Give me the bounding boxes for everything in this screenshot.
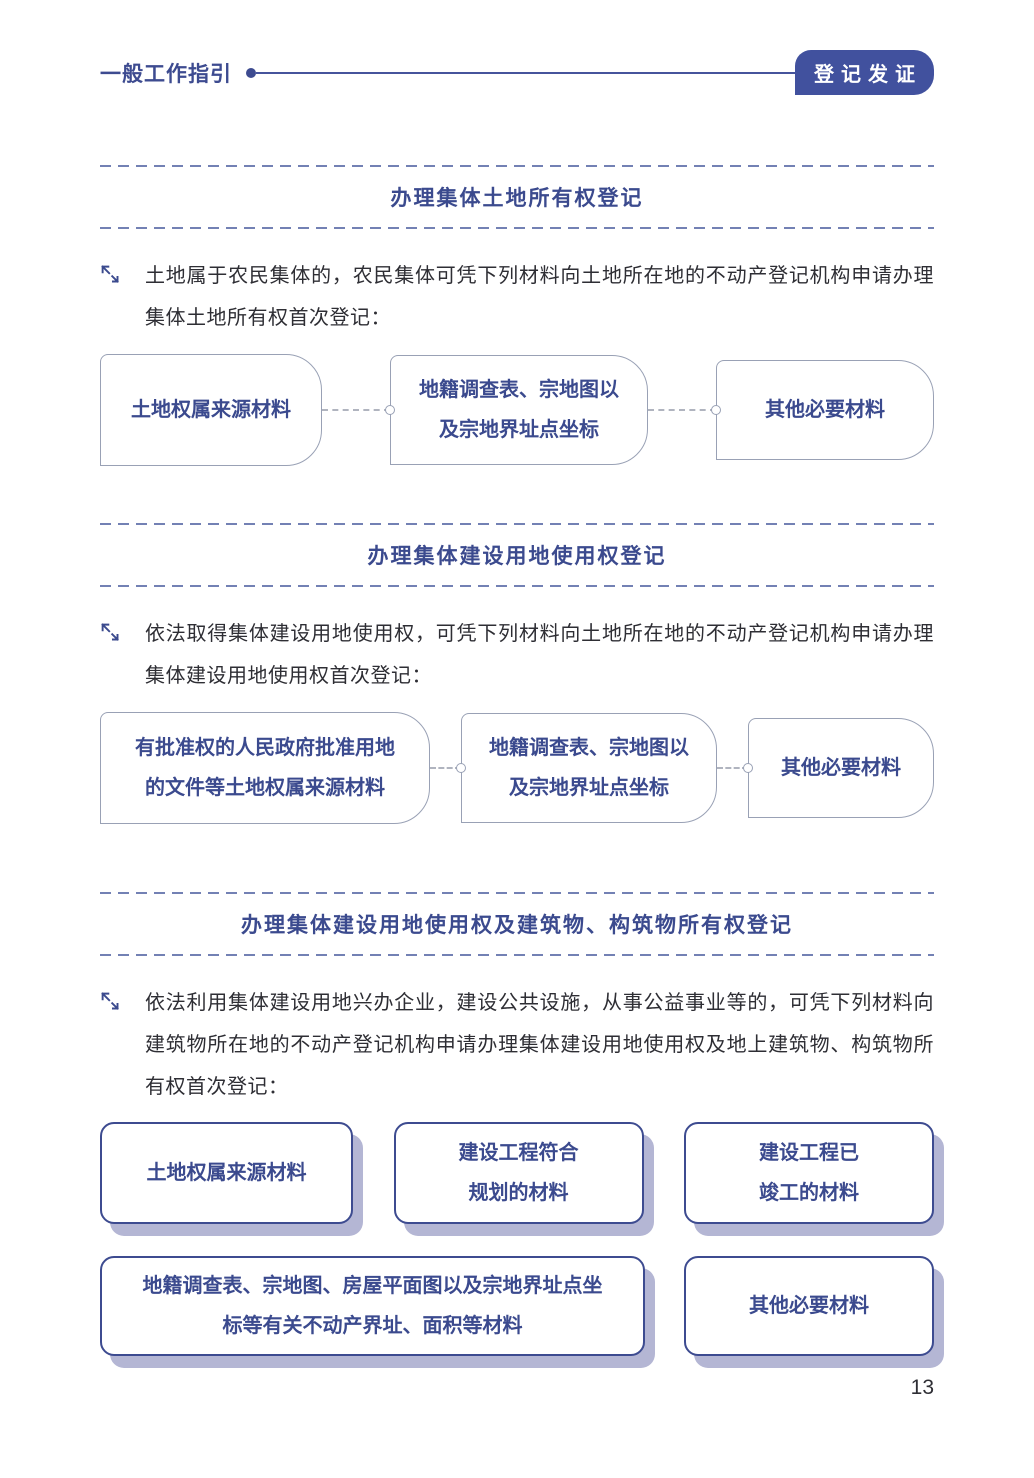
materials-grid-row: 土地权属来源材料 建设工程符合 规划的材料 建设工程已 竣工的材料 bbox=[100, 1122, 934, 1224]
section-title: 办理集体土地所有权登记 bbox=[390, 187, 644, 210]
page-header: 一般工作指引 登记发证 bbox=[100, 0, 934, 95]
materials-flow-row: 有批准权的人民政府批准用地 的文件等土地权属来源材料 地籍调查表、宗地图以 及宗… bbox=[100, 712, 934, 824]
material-box: 有批准权的人民政府批准用地 的文件等土地权属来源材料 bbox=[100, 712, 430, 824]
material-box: 建设工程符合 规划的材料 bbox=[393, 1122, 644, 1224]
intro-text: 土地属于农民集体的，农民集体可凭下列材料向土地所在地的不动产登记机构申请办理集体… bbox=[145, 265, 934, 329]
page-number: 13 bbox=[910, 1376, 934, 1399]
intro-text: 依法取得集体建设用地使用权，可凭下列材料向土地所在地的不动产登记机构申请办理集体… bbox=[145, 623, 934, 687]
dashed-connector bbox=[717, 763, 753, 773]
materials-grid-row: 地籍调查表、宗地图、房屋平面图以及宗地界址点坐 标等有关不动产界址、面积等材料 … bbox=[100, 1256, 934, 1356]
material-box: 其他必要材料 bbox=[748, 718, 934, 818]
material-box: 地籍调查表、宗地图、房屋平面图以及宗地界址点坐 标等有关不动产界址、面积等材料 bbox=[100, 1256, 645, 1356]
intro-text: 依法利用集体建设用地兴办企业，建设公共设施，从事公益事业等的，可凭下列材料向建筑… bbox=[145, 992, 934, 1098]
material-box: 建设工程已 竣工的材料 bbox=[684, 1122, 934, 1224]
expand-arrows-icon bbox=[100, 264, 121, 290]
intro-paragraph: 依法利用集体建设用地兴办企业，建设公共设施，从事公益事业等的，可凭下列材料向建筑… bbox=[100, 982, 934, 1108]
intro-paragraph: 依法取得集体建设用地使用权，可凭下列材料向土地所在地的不动产登记机构申请办理集体… bbox=[100, 613, 934, 697]
section-header: 办理集体建设用地使用权及建筑物、构筑物所有权登记 bbox=[100, 892, 934, 956]
header-badge: 登记发证 bbox=[795, 50, 934, 95]
material-box: 其他必要材料 bbox=[684, 1256, 934, 1356]
material-box: 地籍调查表、宗地图以 及宗地界址点坐标 bbox=[461, 713, 717, 823]
bullet-dot-icon bbox=[246, 67, 256, 78]
material-box: 其他必要材料 bbox=[716, 360, 934, 460]
section-title: 办理集体建设用地使用权及建筑物、构筑物所有权登记 bbox=[241, 914, 793, 937]
material-box: 地籍调查表、宗地图以 及宗地界址点坐标 bbox=[390, 355, 648, 465]
dashed-connector bbox=[322, 405, 395, 415]
expand-arrows-icon bbox=[100, 991, 121, 1017]
material-box: 土地权属来源材料 bbox=[100, 1122, 353, 1224]
material-box: 土地权属来源材料 bbox=[100, 354, 322, 466]
section-header: 办理集体建设用地使用权登记 bbox=[100, 523, 934, 587]
section-title: 办理集体建设用地使用权登记 bbox=[367, 545, 667, 568]
intro-paragraph: 土地属于农民集体的，农民集体可凭下列材料向土地所在地的不动产登记机构申请办理集体… bbox=[100, 255, 934, 339]
header-divider-line bbox=[256, 71, 795, 74]
expand-arrows-icon bbox=[100, 622, 121, 648]
dashed-connector bbox=[648, 405, 721, 415]
section-header: 办理集体土地所有权登记 bbox=[100, 165, 934, 229]
header-title: 一般工作指引 bbox=[100, 62, 232, 86]
materials-flow-row: 土地权属来源材料 地籍调查表、宗地图以 及宗地界址点坐标 其他必要材料 bbox=[100, 354, 934, 466]
dashed-connector bbox=[430, 763, 466, 773]
